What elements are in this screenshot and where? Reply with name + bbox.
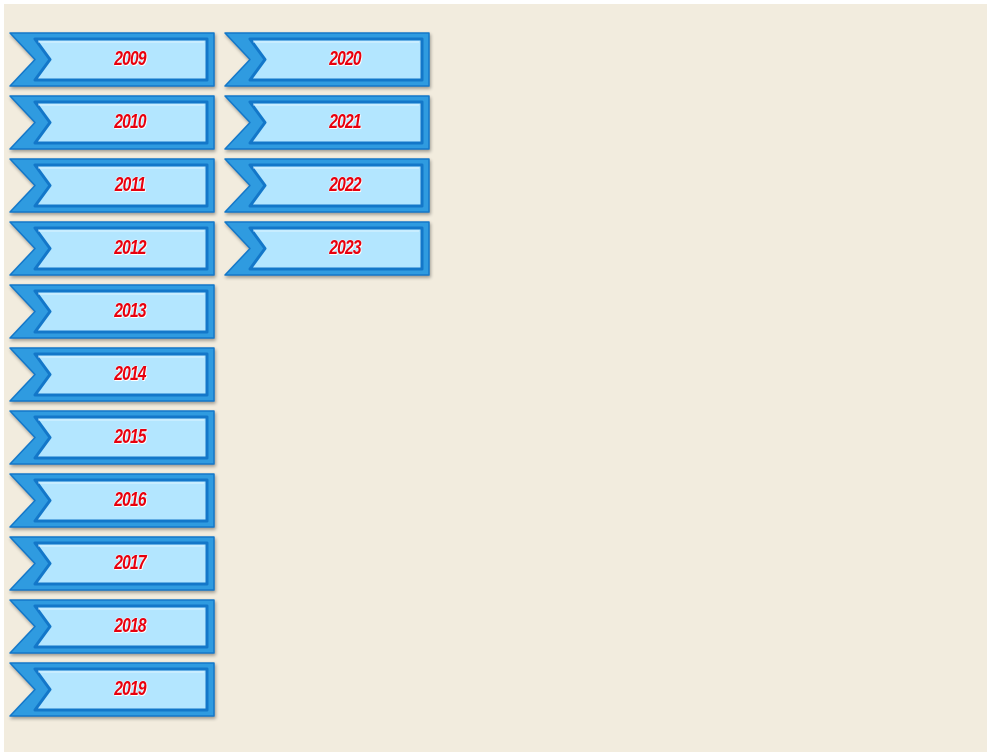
ribbon-banner-icon — [224, 95, 430, 150]
ribbon-banner-icon — [224, 158, 430, 213]
year-label: 2022 — [329, 174, 361, 196]
year-button-2014[interactable]: 2014 — [8, 346, 216, 403]
ribbon-banner-icon — [9, 32, 215, 87]
year-button-2022[interactable]: 2022 — [223, 157, 431, 214]
ribbon-banner-icon — [9, 284, 215, 339]
ribbon-banner-icon — [9, 95, 215, 150]
ribbon-banner-icon — [9, 158, 215, 213]
ribbon-banner-icon — [9, 347, 215, 402]
year-label: 2016 — [114, 489, 146, 511]
year-label: 2013 — [114, 300, 146, 322]
ribbon-banner-icon — [9, 221, 215, 276]
year-button-2009[interactable]: 2009 — [8, 31, 216, 88]
ribbon-banner-icon — [9, 662, 215, 717]
year-button-2023[interactable]: 2023 — [223, 220, 431, 277]
year-button-2013[interactable]: 2013 — [8, 283, 216, 340]
year-button-2019[interactable]: 2019 — [8, 661, 216, 718]
ribbon-banner-icon — [224, 32, 430, 87]
ribbon-banner-icon — [9, 473, 215, 528]
year-button-2017[interactable]: 2017 — [8, 535, 216, 592]
ribbon-banner-icon — [9, 536, 215, 591]
year-button-2020[interactable]: 2020 — [223, 31, 431, 88]
year-label: 2009 — [114, 48, 146, 70]
year-label: 2017 — [114, 552, 146, 574]
year-label: 2010 — [114, 111, 146, 133]
year-label: 2020 — [329, 48, 361, 70]
year-button-2016[interactable]: 2016 — [8, 472, 216, 529]
ribbon-banner-icon — [9, 599, 215, 654]
year-menu-panel: 2009 2010 2011 2012 2013 2014 2015 2016 … — [4, 4, 987, 752]
year-label: 2023 — [329, 237, 361, 259]
year-button-2010[interactable]: 2010 — [8, 94, 216, 151]
year-button-2011[interactable]: 2011 — [8, 157, 216, 214]
year-column-left: 2009 2010 2011 2012 2013 2014 2015 2016 … — [8, 31, 216, 718]
ribbon-banner-icon — [224, 221, 430, 276]
year-label: 2012 — [114, 237, 146, 259]
year-button-2021[interactable]: 2021 — [223, 94, 431, 151]
year-button-2015[interactable]: 2015 — [8, 409, 216, 466]
year-button-2018[interactable]: 2018 — [8, 598, 216, 655]
year-column-right: 2020 2021 2022 2023 — [223, 31, 431, 277]
year-label: 2019 — [114, 678, 146, 700]
year-label: 2021 — [329, 111, 361, 133]
year-button-2012[interactable]: 2012 — [8, 220, 216, 277]
ribbon-banner-icon — [9, 410, 215, 465]
year-label: 2011 — [114, 174, 146, 196]
year-label: 2018 — [114, 615, 146, 637]
year-label: 2015 — [114, 426, 146, 448]
year-label: 2014 — [114, 363, 146, 385]
